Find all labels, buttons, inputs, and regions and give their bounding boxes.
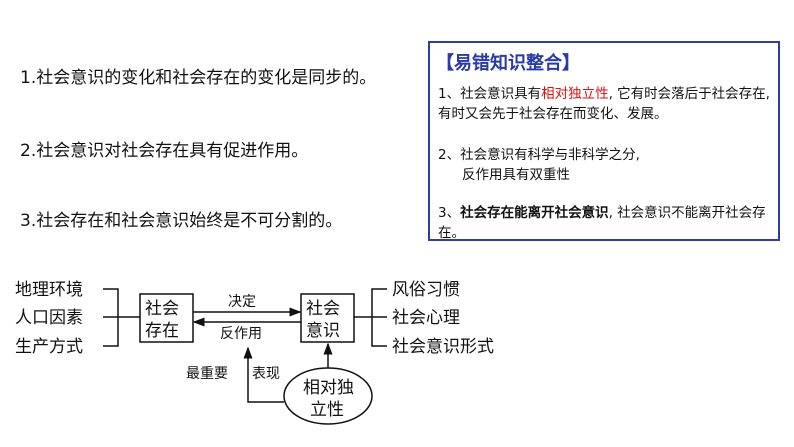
point-3-num: 3、 — [438, 205, 461, 221]
point-3: 3、社会存在能离开社会意识, 社会意识不能离开社会存在。 — [438, 203, 778, 243]
right-bracket — [354, 288, 387, 347]
statement-1: 1.社会意识的变化和社会存在的变化是同步的。 — [20, 68, 377, 88]
point-2: 2、社会意识有科学与非科学之分, 反作用具有双重性 — [438, 145, 778, 185]
box-right-line: 社会 — [306, 299, 340, 319]
point-3-text: , 社会意识不能离开社会存在。 — [438, 205, 766, 241]
label-show: 表现 — [252, 366, 280, 382]
point-2-line1: 2、社会意识有科学与非科学之分, — [438, 147, 640, 163]
left-factor: 生产方式 — [15, 337, 83, 357]
point-1: 1、社会意识具有相对独立性, 它有时会落后于社会存在, 有时又会先于社会存在而变… — [438, 84, 778, 124]
point-1-text: 1、社会意识具有 — [438, 86, 542, 102]
label-decide: 决定 — [228, 294, 256, 310]
left-factor: 地理环境 — [15, 280, 83, 300]
statement-2: 2.社会意识对社会存在具有促进作用。 — [20, 141, 309, 161]
box-left-line: 社会 — [145, 299, 179, 319]
left-factor: 人口因素 — [15, 308, 83, 328]
box-social-consciousness — [300, 293, 355, 343]
point-1-text-end: , 它有时会落后于社会存在, 有时又会先于社会存在而变化、发展。 — [438, 86, 770, 122]
knowledge-box: 【易错知识整合】 1、社会意识具有相对独立性, 它有时会落后于社会存在, 有时又… — [428, 41, 780, 241]
label-important: 最重要 — [186, 366, 228, 382]
arrow-important — [243, 346, 284, 403]
box-title: 【易错知识整合】 — [436, 53, 580, 74]
ellipse-line: 立性 — [310, 400, 344, 420]
statement-3: 3.社会存在和社会意识始终是不可分割的。 — [20, 211, 343, 231]
ellipse-line: 相对独 — [303, 378, 354, 398]
box-right-line: 意识 — [306, 321, 340, 341]
left-bracket — [103, 288, 140, 347]
point-2-line2: 反作用具有双重性 — [462, 167, 570, 183]
right-factor: 社会意识形式 — [392, 337, 494, 357]
right-factor: 风俗习惯 — [392, 280, 460, 300]
box-left-line: 存在 — [145, 321, 179, 341]
point-3-bold: 社会存在能离开社会意识 — [460, 205, 609, 221]
label-react: 反作用 — [220, 326, 262, 342]
point-1-highlight: 相对独立性 — [541, 86, 609, 102]
right-factor: 社会心理 — [392, 308, 460, 328]
